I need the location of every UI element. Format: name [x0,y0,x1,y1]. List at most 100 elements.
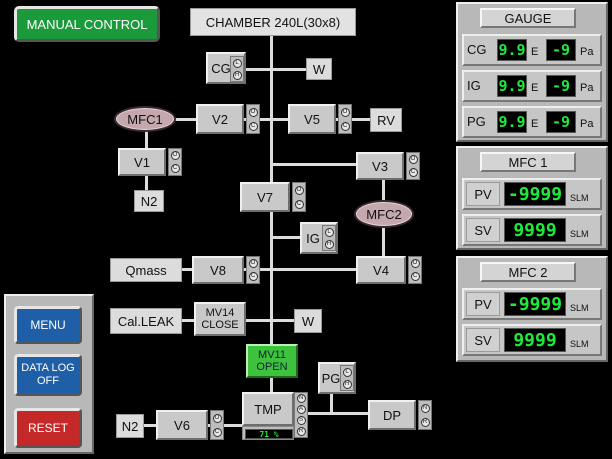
v6-valve-button[interactable]: V6 [156,410,208,440]
close-icon[interactable]: C [294,199,304,209]
tmp-pump-button[interactable]: TMP [242,392,294,426]
v8-label: V8 [210,262,226,278]
rv-box: RV [370,108,402,132]
open-icon[interactable]: O [408,155,418,164]
s-icon[interactable]: S [296,416,306,425]
ig-label: IG [306,230,320,246]
ig-pipe [272,236,300,239]
reset-button[interactable]: RESET [14,408,82,448]
open-icon[interactable]: O [248,259,258,268]
mfc2-label: MFC2 [366,206,402,222]
mfc1-pv-unit: SLM [570,193,589,203]
v8-valve-button[interactable]: V8 [192,256,244,284]
chamber-box[interactable]: CHAMBER 240L(30x8) [190,8,356,36]
close-icon[interactable]: C [408,168,418,177]
main-vertical-pipe [270,36,273,402]
mv14-label: MV14 [205,307,235,319]
v2-controls: O C [246,104,260,134]
close-icon[interactable]: C [212,427,222,437]
mfc2-title-text: MFC 2 [508,264,548,280]
v3-mfc2-pipe [382,176,385,200]
open-icon[interactable]: O [340,107,350,117]
v1-label: V1 [134,154,150,170]
v2-valve-button[interactable]: V2 [196,104,244,134]
menu-button[interactable]: MENU [14,306,82,344]
mfc2-sv-display[interactable]: 9999 [504,328,566,352]
v8-controls: O C [246,256,260,284]
r-icon[interactable]: R [296,427,306,436]
v5-label: V5 [304,111,320,127]
mfc2-oval[interactable]: MFC2 [354,200,414,228]
mfc2-title: MFC 2 [480,262,576,282]
cg-pipe [246,68,306,71]
v6-controls: O C [210,410,224,440]
dp-pump-button[interactable]: DP [368,400,416,430]
cg-unit-label: Pa [580,46,594,58]
open-icon[interactable]: O [294,185,304,195]
pg-controls: L H [340,365,354,391]
mfc1-label: MFC1 [127,111,163,127]
tmp-label: TMP [254,401,282,417]
mfc1-pv-label: PV [474,186,492,202]
h-icon[interactable]: H [324,239,334,249]
pg-mantissa-display: 9.9 [497,111,527,133]
manual-control-button[interactable]: MANUAL CONTROL [14,6,160,42]
pg-e-label: E [531,118,539,130]
a-icon[interactable]: A [296,405,306,414]
mfc2-pv-unit: SLM [570,303,589,313]
mv11-state: OPEN [256,361,288,373]
n-icon[interactable]: N [420,403,430,413]
v7-valve-button[interactable]: V7 [240,182,290,212]
open-icon[interactable]: O [170,151,180,160]
v5-valve-button[interactable]: V5 [288,104,336,134]
v4-valve-button[interactable]: V4 [356,256,406,284]
close-icon[interactable]: C [248,121,258,131]
cg-exponent-display: -9 [546,39,576,61]
v5-controls: O C [338,104,352,134]
h-icon[interactable]: H [232,70,242,80]
mv14-state: CLOSE [201,319,239,331]
v3-valve-button[interactable]: V3 [356,152,404,180]
mfc2-sv-label: SV [474,332,492,348]
data-log-button[interactable]: DATA LOG OFF [14,354,82,396]
mfc1-oval[interactable]: MFC1 [114,106,176,132]
h-icon[interactable]: H [342,379,352,389]
pg-pipe [330,394,333,414]
v2-label: V2 [212,111,228,127]
cg-mantissa-display: 9.9 [497,39,527,61]
mfc2-sv-unit: SLM [570,339,589,349]
close-icon[interactable]: C [248,272,258,281]
close-icon[interactable]: C [170,164,180,173]
open-icon[interactable]: O [212,413,222,423]
ig-unit-label: Pa [580,82,594,94]
dp-controls: N R [418,400,432,430]
r-icon[interactable]: R [420,417,430,427]
close-icon[interactable]: C [340,121,350,131]
gauge-title: GAUGE [480,8,576,28]
n2-bottom-label: N2 [121,418,139,434]
v1-valve-button[interactable]: V1 [118,148,166,176]
ig-row-label: IG [467,78,481,93]
mfc2-pv-label: PV [474,296,492,312]
v3-label: V3 [372,158,388,174]
mv11-valve-button[interactable]: MV11 OPEN [246,344,298,378]
data-log-label: DATA LOG [21,362,75,374]
qmass-label: Qmass [125,262,167,278]
cg-label: CG [211,60,231,76]
mv14-valve-button[interactable]: MV14 CLOSE [194,302,246,336]
close-icon[interactable]: C [410,272,420,281]
mfc2-pv-display: -9999 [504,292,566,316]
v3-pipe [272,163,356,166]
local-icon[interactable]: L [232,58,242,68]
mv11-label: MV11 [258,349,286,361]
local-icon[interactable]: L [342,367,352,377]
mfc1-sv-label-box: SV [466,218,500,242]
mfc1-sv-display[interactable]: 9999 [504,218,566,242]
w-top-label: W [312,61,326,77]
open-icon[interactable]: O [248,107,258,117]
n-icon[interactable]: N [296,394,306,403]
open-icon[interactable]: O [410,259,420,268]
v7-controls: O C [292,182,306,212]
local-icon[interactable]: L [324,227,334,237]
cg-controls: L H [230,56,244,82]
